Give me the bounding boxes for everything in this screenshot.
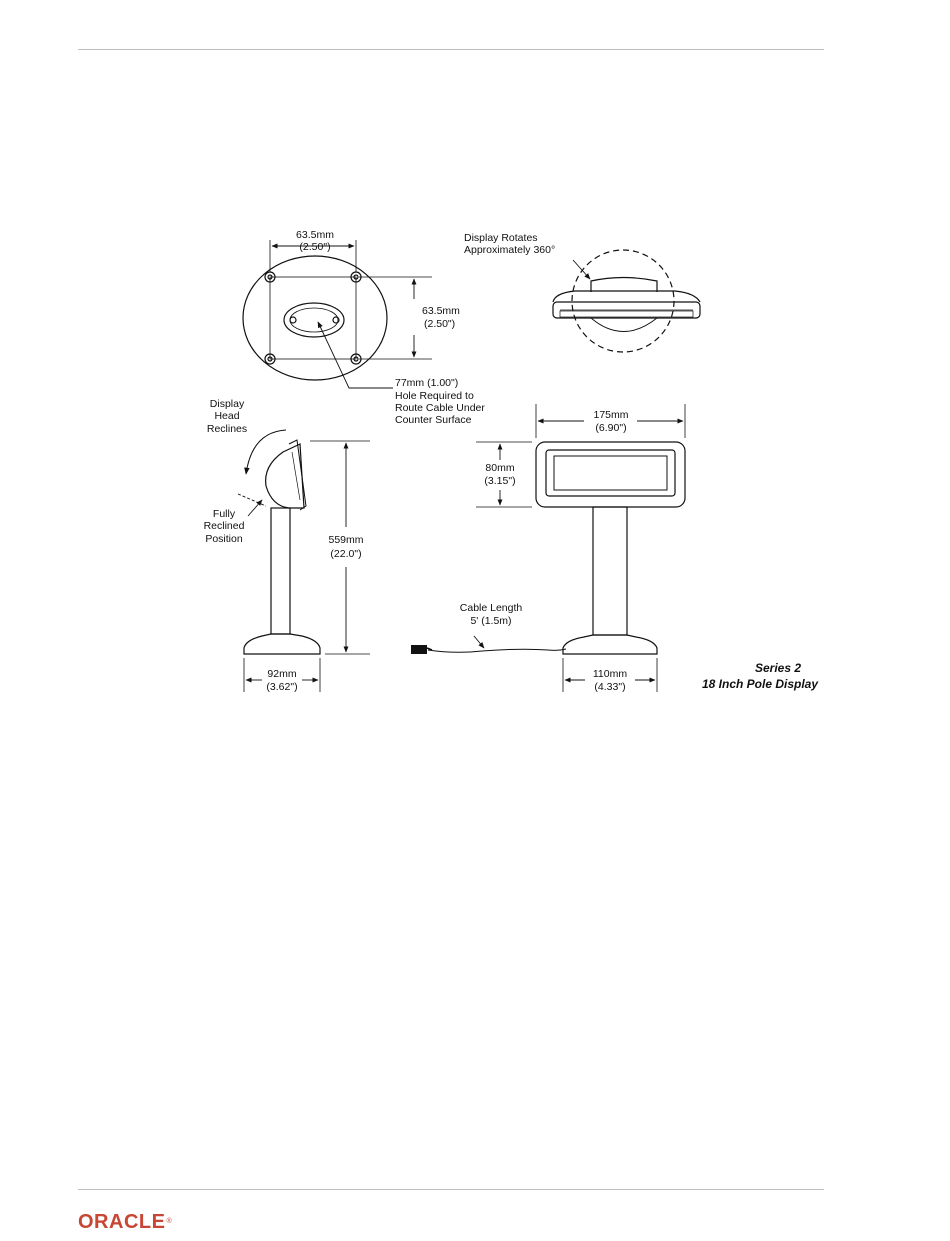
front-base-mm: 110mm: [593, 668, 627, 680]
cable-length-line-1: Cable Length: [460, 602, 523, 614]
caption-line-1: Series 2: [755, 661, 801, 675]
oracle-logo: ORACLE®: [78, 1210, 172, 1234]
rotation-note-line-1: Display Rotates: [464, 232, 538, 244]
side-view: [237, 429, 370, 692]
base-width-mm: 63.5mm: [296, 229, 334, 241]
side-base-in: (3.62"): [266, 681, 297, 693]
fully-note-line-3: Position: [205, 533, 243, 545]
hole-note-line-2: Hole Required to: [395, 390, 474, 402]
front-base-in: (4.33"): [594, 681, 625, 693]
recline-note-line-2: Head: [214, 410, 239, 422]
screw-hole-icon: [264, 271, 362, 365]
front-width-mm: 175mm: [593, 409, 628, 421]
rotation-note-line-2: Approximately 360°: [464, 244, 555, 256]
side-height-mm: 559mm: [328, 534, 363, 546]
front-height-in: (3.15"): [484, 475, 515, 487]
hole-note-line-1: 77mm (1.00"): [395, 377, 458, 389]
registered-mark-icon: ®: [166, 1218, 173, 1225]
fully-note-line-2: Reclined: [204, 520, 245, 532]
front-width-in: (6.90"): [595, 422, 626, 434]
base-width-in: (2.50"): [299, 241, 330, 253]
header-rule: [78, 49, 824, 50]
recline-note-line-1: Display: [210, 398, 245, 410]
footer-rule: [78, 1189, 824, 1190]
front-height-mm: 80mm: [485, 462, 514, 474]
cable-connector-icon: [411, 645, 433, 654]
base-height-mm: 63.5mm: [422, 305, 460, 317]
cable-length-line-2: 5' (1.5m): [470, 615, 511, 627]
base-height-in: (2.50"): [424, 318, 455, 330]
front-view: [427, 404, 686, 692]
rotating-head-view: [552, 249, 701, 353]
fully-note-line-1: Fully: [213, 508, 236, 520]
hole-note-line-4: Counter Surface: [395, 414, 472, 426]
base-top-view: [242, 240, 432, 389]
caption-line-2: 18 Inch Pole Display: [702, 677, 819, 691]
logo-text: ORACLE: [78, 1211, 166, 1233]
side-base-mm: 92mm: [267, 668, 296, 680]
side-height-in: (22.0"): [330, 548, 361, 560]
recline-note-line-3: Reclines: [207, 423, 247, 435]
hole-note-line-3: Route Cable Under: [395, 402, 485, 414]
